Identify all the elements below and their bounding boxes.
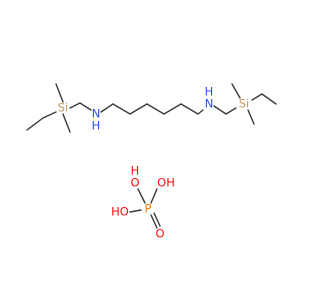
- bond-p-o-top-left: [137, 188, 146, 204]
- atom-si-left: Si: [58, 101, 69, 115]
- bond-si-methyl-down-left: [62, 113, 71, 133]
- bond-c1-c2: [112, 103, 131, 115]
- atom-n-right: N: [205, 97, 214, 111]
- bond-ethyl-ch2-si-left: [42, 111, 57, 119]
- bond-c2-c3: [129, 103, 148, 115]
- molecule-diagram: Si N H N H Si P O H OH HO O: [26, 83, 277, 241]
- bonds-right-silyl: [213, 83, 277, 125]
- bond-ethyl-ch2-ch3-right: [261, 93, 277, 105]
- bond-c5-c6: [180, 103, 199, 115]
- bond-c4-c5: [163, 103, 182, 115]
- atom-labels: Si N H N H Si P O H OH HO O: [58, 85, 250, 241]
- bond-n-c1: [100, 103, 114, 113]
- structure-canvas: Si N H N H Si P O H OH HO O: [26, 83, 277, 241]
- bond-p-o-double-a: [150, 214, 158, 229]
- bond-si-ch2-right: [251, 93, 263, 101]
- atom-o-bottom: O: [155, 227, 164, 241]
- atom-n-left: N: [92, 107, 101, 121]
- bond-c6-n: [197, 109, 204, 115]
- atom-h-top-left: H: [131, 164, 140, 178]
- bond-si-methyl-up-left: [55, 83, 64, 103]
- atom-h-left: H: [92, 119, 101, 133]
- bond-ethyl-ch3-ch2-left: [26, 117, 44, 131]
- bond-p-o-top-right: [150, 188, 158, 204]
- bond-ch2-si-right: [225, 107, 237, 115]
- bonds-hexyl-chain: [100, 103, 204, 115]
- atom-o-top-left: O: [130, 176, 139, 190]
- atom-o-left: HO: [111, 205, 129, 219]
- bond-si-ch2-left: [69, 102, 81, 109]
- bonds-left-silyl: [26, 83, 92, 133]
- bond-ch2-n-left: [79, 102, 92, 111]
- atom-p: P: [145, 202, 152, 216]
- bond-p-o-double-b: [153, 212, 161, 227]
- atom-o-top-right: OH: [157, 176, 175, 190]
- atom-h-right: H: [205, 85, 214, 99]
- bond-n-ch2-right: [213, 105, 227, 115]
- bond-c3-c4: [146, 103, 165, 115]
- bond-si-methyl-down-right: [247, 109, 255, 125]
- atom-si-right: Si: [239, 97, 250, 111]
- bonds-phosphoric-acid: [129, 188, 161, 229]
- bond-si-methyl-up-right: [231, 83, 241, 99]
- bond-p-o-left: [129, 209, 142, 213]
